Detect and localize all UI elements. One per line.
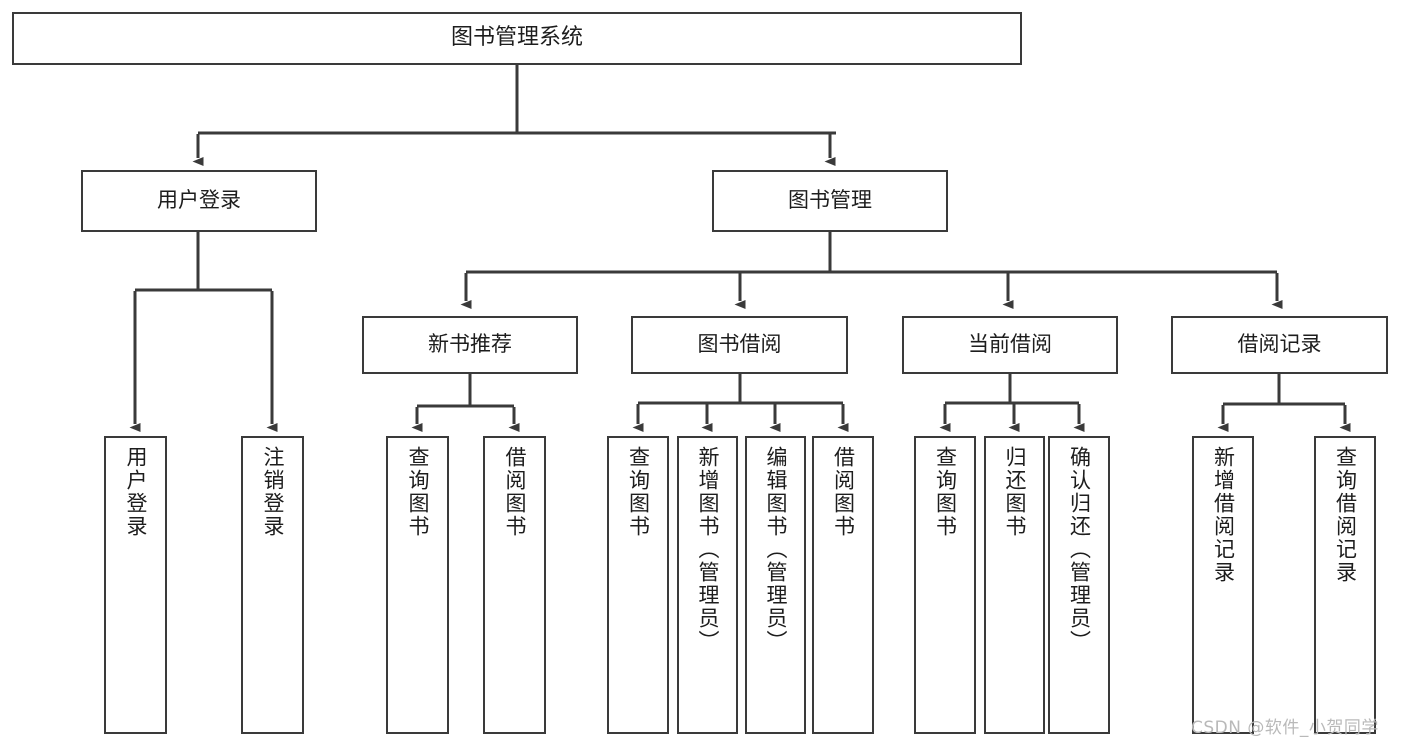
node-label: 当前借阅 xyxy=(968,332,1052,357)
leaf-edit-book-admin[interactable]: 编辑图书（管理员） xyxy=(745,436,806,734)
leaf-confirm-return-admin[interactable]: 确认归还（管理员） xyxy=(1048,436,1110,734)
node-book-borrow[interactable]: 图书借阅 xyxy=(631,316,848,374)
node-label: 新书推荐 xyxy=(428,332,512,357)
leaf-query-book-borrow[interactable]: 查询图书 xyxy=(607,436,669,734)
leaf-return-book[interactable]: 归还图书 xyxy=(984,436,1045,734)
node-label: 用户登录 xyxy=(124,446,148,538)
node-label: 新增图书（管理员） xyxy=(696,446,720,653)
node-label: 查询图书 xyxy=(933,446,958,538)
leaf-logout[interactable]: 注销登录 xyxy=(241,436,304,734)
node-book-management[interactable]: 图书管理 xyxy=(712,170,948,232)
node-user-login[interactable]: 用户登录 xyxy=(81,170,317,232)
node-label: 查询借阅记录 xyxy=(1333,446,1358,584)
node-label: 确认归还（管理员） xyxy=(1067,446,1092,653)
node-new-book-recommend[interactable]: 新书推荐 xyxy=(362,316,578,374)
node-label: 注销登录 xyxy=(261,446,285,538)
leaf-query-book-recommend[interactable]: 查询图书 xyxy=(386,436,449,734)
node-label: 图书借阅 xyxy=(697,332,782,357)
node-current-borrow[interactable]: 当前借阅 xyxy=(902,316,1118,374)
node-label: 借阅记录 xyxy=(1237,332,1322,357)
node-label: 查询图书 xyxy=(406,446,430,538)
leaf-add-book-admin[interactable]: 新增图书（管理员） xyxy=(677,436,738,734)
node-borrow-record[interactable]: 借阅记录 xyxy=(1171,316,1388,374)
node-label: 新增借阅记录 xyxy=(1211,446,1236,584)
node-label: 编辑图书（管理员） xyxy=(764,446,788,653)
node-label: 图书管理 xyxy=(788,188,872,213)
node-label: 查询图书 xyxy=(626,446,651,538)
node-label: 借阅图书 xyxy=(831,446,856,538)
node-label: 图书管理系统 xyxy=(450,25,583,51)
leaf-borrow-book-recommend[interactable]: 借阅图书 xyxy=(483,436,546,734)
leaf-add-borrow-record[interactable]: 新增借阅记录 xyxy=(1192,436,1254,734)
node-root-system[interactable]: 图书管理系统 xyxy=(12,12,1022,65)
leaf-query-borrow-record[interactable]: 查询借阅记录 xyxy=(1314,436,1376,734)
leaf-user-login[interactable]: 用户登录 xyxy=(104,436,167,734)
node-label: 借阅图书 xyxy=(503,446,527,538)
leaf-borrow-book[interactable]: 借阅图书 xyxy=(812,436,874,734)
leaf-query-book-current[interactable]: 查询图书 xyxy=(914,436,976,734)
node-label: 用户登录 xyxy=(157,188,241,213)
node-label: 归还图书 xyxy=(1003,446,1027,538)
